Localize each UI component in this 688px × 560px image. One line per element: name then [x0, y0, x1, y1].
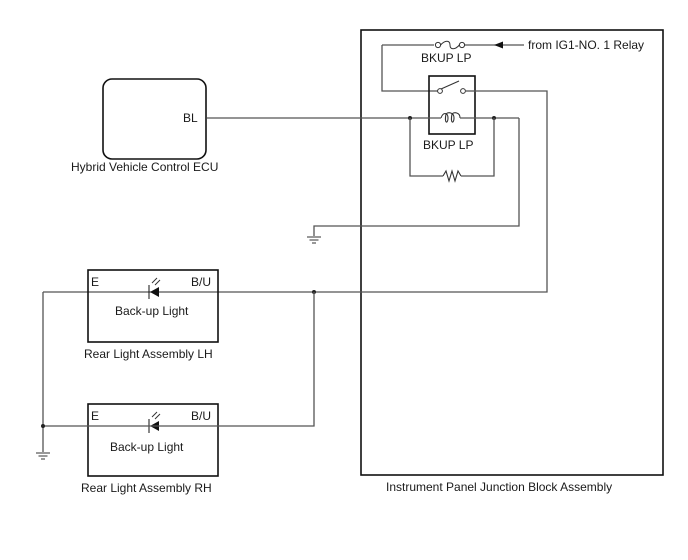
led-icon [148, 411, 161, 433]
ground-icon [36, 452, 50, 460]
resistor-icon [442, 169, 462, 183]
rear-rh-inner-label: Back-up Light [110, 440, 184, 454]
rear-lh-terminal-bu: B/U [191, 275, 211, 289]
junction-block-label: Instrument Panel Junction Block Assembly [386, 480, 612, 494]
rear-rh-terminal-bu: B/U [191, 409, 211, 423]
ecu-terminal-bl: BL [183, 111, 198, 125]
rear-lh-inner-label: Back-up Light [115, 304, 189, 318]
rear-light-rh-box [87, 403, 219, 477]
relay-coil-icon [440, 112, 461, 123]
rear-light-lh-box [87, 269, 219, 343]
relay-output-wire [43, 90, 548, 293]
coil-ground-wire [313, 118, 520, 236]
junction-block-box [360, 29, 664, 476]
relay-switch-icon [430, 80, 474, 94]
resistor-wire [409, 118, 443, 177]
source-label: from IG1-NO. 1 Relay [528, 38, 644, 52]
led-icon [148, 277, 161, 299]
ecu-label: Hybrid Vehicle Control ECU [71, 160, 218, 174]
arrow-icon [494, 41, 503, 49]
junction-dot [41, 424, 45, 428]
relay-box [428, 75, 476, 135]
rear-rh-label: Rear Light Assembly RH [81, 481, 212, 495]
ecu-box [102, 78, 207, 160]
fuse-to-relay-wire [381, 45, 430, 92]
resistor-wire [461, 118, 495, 177]
rh-feed-wire [43, 292, 315, 427]
fuse-label: BKUP LP [421, 51, 471, 65]
fuse-icon [434, 40, 466, 50]
relay-label: BKUP LP [423, 138, 473, 152]
rear-lh-terminal-e: E [91, 275, 99, 289]
ground-icon [307, 236, 321, 244]
rear-rh-terminal-e: E [91, 409, 99, 423]
rear-lh-label: Rear Light Assembly LH [84, 347, 213, 361]
